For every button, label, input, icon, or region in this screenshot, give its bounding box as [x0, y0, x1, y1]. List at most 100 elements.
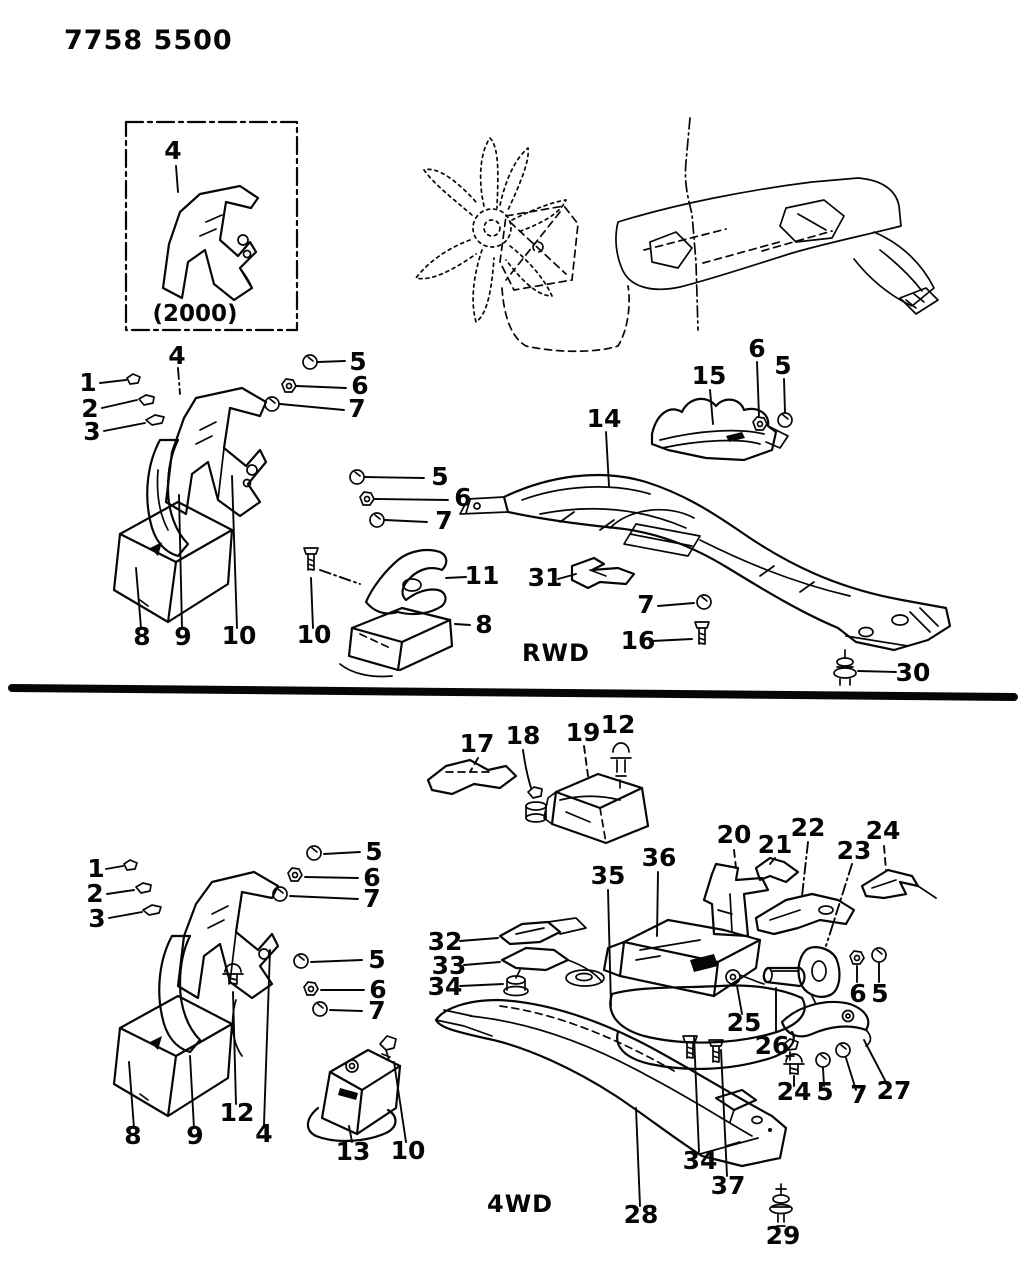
- callout-fwd-21: 21: [758, 830, 793, 859]
- callout-fwd-25: 25: [727, 1008, 762, 1037]
- washer-icon: [302, 354, 318, 370]
- part-8-insulator: [112, 500, 234, 624]
- callout-fwd-22: 22: [791, 813, 826, 842]
- engine-block-ghost: [499, 205, 630, 353]
- callout-fwd-12a: 12: [220, 1098, 255, 1127]
- callout-fwd-4: 4: [255, 1119, 272, 1148]
- callout-rwd-7b: 7: [435, 506, 452, 535]
- rwd-middle-parts: [303, 547, 471, 678]
- part-31-bracket: [570, 556, 636, 590]
- callout-rwd-5a: 5: [349, 347, 366, 376]
- clip-parts-1-2-3: [126, 373, 165, 426]
- callout-fwd-7c: 7: [850, 1080, 867, 1109]
- washer-icon: [696, 594, 712, 610]
- callout-rwd-5b: 5: [431, 462, 448, 491]
- callout-fwd-3: 3: [88, 904, 105, 933]
- callout-fwd-35: 35: [591, 861, 626, 890]
- bolt-icon: [694, 621, 710, 645]
- callout-rwd-5c: 5: [774, 351, 791, 380]
- callout-fwd-29: 29: [766, 1221, 801, 1250]
- callout-rwd-10b: 10: [297, 620, 332, 649]
- callout-fwd-6c: 6: [849, 979, 866, 1008]
- fwd-transfer-mount: [602, 871, 889, 1091]
- section-label-4wd: 4WD: [487, 1190, 553, 1218]
- part-22-bracket: [754, 892, 856, 936]
- callout-fwd-9: 9: [186, 1121, 203, 1150]
- callout-fwd-34b: 34: [683, 1146, 718, 1175]
- callout-rwd-1: 1: [79, 368, 96, 397]
- part-29-bolt-icon: [769, 1183, 793, 1227]
- callout-fwd-5d: 5: [816, 1077, 833, 1106]
- clip-parts-1-2-3: [123, 859, 162, 916]
- fwd-upper-parts: [426, 742, 650, 845]
- washer-icon: [306, 845, 322, 861]
- part-24-wedge: [860, 868, 937, 900]
- part-4-bracket: [164, 386, 268, 518]
- washer-icon: [835, 1042, 851, 1058]
- part-8-insulator: [112, 994, 234, 1118]
- callout-fwd-1: 1: [87, 854, 104, 883]
- bushing-icon: [222, 963, 244, 985]
- part-37-bracket: [714, 1088, 758, 1123]
- bolt-10-icon: [379, 1035, 397, 1061]
- part-25-pin: [725, 969, 765, 985]
- inset-caption: (2000): [152, 301, 237, 327]
- callout-inset-4: 4: [164, 136, 181, 165]
- washer-icon: [264, 396, 280, 412]
- callout-rwd-14: 14: [587, 404, 622, 433]
- part-33-bracket: [500, 946, 605, 987]
- nut-icon: [281, 378, 297, 393]
- callout-rwd-7a: 7: [348, 394, 365, 423]
- part-9-bracket: [146, 438, 190, 558]
- part-9-bracket: [158, 934, 243, 1057]
- washer-icon: [871, 947, 887, 963]
- section-divider: [8, 684, 1018, 701]
- washer-icon: [777, 412, 793, 428]
- callout-rwd-11: 11: [465, 561, 500, 590]
- part-4-inset-bracket: [161, 184, 260, 302]
- callout-fwd-26: 26: [755, 1031, 790, 1060]
- rwd-left-mount-assembly: [99, 354, 449, 629]
- callout-rwd-3: 3: [83, 417, 100, 446]
- callout-fwd-23: 23: [837, 836, 872, 865]
- callout-rwd-6b: 6: [454, 483, 471, 512]
- part-21-clip: [754, 856, 800, 884]
- part-34-bushing-icon: [503, 975, 529, 997]
- part-36-mount: [602, 918, 762, 998]
- washer-icon: [293, 953, 309, 969]
- callout-fwd-32: 32: [428, 927, 463, 956]
- page-title: 7758 5500: [64, 25, 233, 56]
- ghost-engine-assembly: [415, 117, 939, 353]
- part-18-damper: [525, 786, 547, 823]
- callout-fwd-18: 18: [506, 721, 541, 750]
- part-12-bushing-icon: [610, 742, 632, 789]
- section-label-rwd: RWD: [522, 639, 590, 667]
- callout-rwd-15: 15: [692, 361, 727, 390]
- nut-icon: [287, 867, 303, 882]
- callout-fwd-5a: 5: [365, 837, 382, 866]
- fwd-crossmember: [434, 998, 793, 1227]
- callout-rwd-6a: 6: [351, 371, 368, 400]
- callout-fwd-5c: 5: [871, 979, 888, 1008]
- part-15-mount: [650, 397, 789, 462]
- callout-rwd-8b: 8: [475, 610, 492, 639]
- washer-icon: [369, 512, 385, 528]
- washer-icon: [349, 469, 365, 485]
- callout-fwd-33: 33: [432, 951, 467, 980]
- fwd-left-mount-assembly: [105, 845, 407, 1143]
- callout-fwd-10: 10: [391, 1136, 426, 1165]
- callout-rwd-8a: 8: [133, 622, 150, 651]
- callout-fwd-28: 28: [624, 1200, 659, 1229]
- part-19-mount: [543, 772, 650, 845]
- fwd-small-brackets: [459, 917, 605, 997]
- callout-rwd-10a: 10: [222, 621, 257, 650]
- inset-box: (2000): [124, 120, 299, 332]
- nut-icon: [359, 491, 375, 506]
- washer-icon: [312, 1001, 328, 1017]
- callout-rwd-7c: 7: [637, 590, 654, 619]
- callout-fwd-6a: 6: [363, 863, 380, 892]
- nut-icon: [752, 416, 768, 431]
